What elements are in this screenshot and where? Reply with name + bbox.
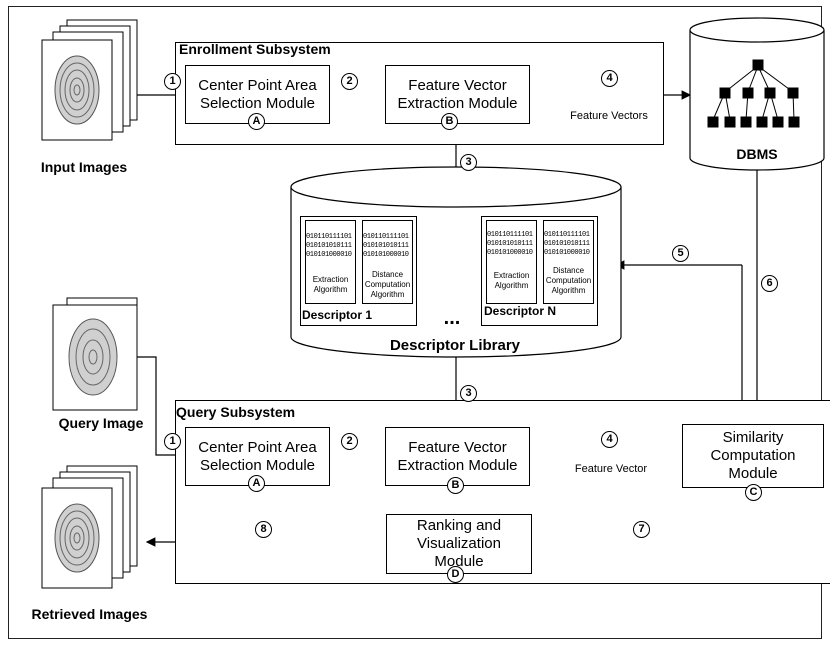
step-4-enroll: 4 bbox=[601, 70, 618, 87]
enrollment-feature-extraction-module[interactable]: Feature Vector Extraction Module bbox=[385, 65, 530, 124]
enrollment-center-point-module[interactable]: Center Point Area Selection Module bbox=[185, 65, 330, 124]
step-1-enroll: 1 bbox=[164, 73, 181, 90]
database-tree-icon bbox=[707, 59, 800, 128]
query-feature-extraction-module[interactable]: Feature Vector Extraction Module bbox=[385, 427, 530, 486]
query-center-point-module[interactable]: Center Point Area Selection Module bbox=[185, 427, 330, 486]
step-1-query: 1 bbox=[164, 433, 181, 450]
descriptor-n-extraction-label: Extraction Algorithm bbox=[493, 271, 530, 290]
step-3-enroll: 3 bbox=[460, 154, 477, 171]
ranking-visualization-module[interactable]: Ranking and Visualization Module bbox=[386, 514, 532, 574]
step-3-query: 3 bbox=[460, 385, 477, 402]
descriptor-n-code-b: 010110111101 010101010111 010101000010 bbox=[544, 231, 590, 257]
step-4-query: 4 bbox=[601, 431, 618, 448]
descriptor-ellipsis: ... bbox=[443, 307, 461, 329]
descriptor-n-distance-label: Distance Computation Algorithm bbox=[545, 266, 592, 295]
marker-b-query: B bbox=[447, 477, 464, 494]
similarity-computation-module[interactable]: Similarity Computation Module bbox=[682, 424, 824, 488]
marker-a-enroll: A bbox=[248, 113, 265, 130]
diagram-frame bbox=[8, 6, 822, 639]
descriptor-1-extraction-label: Extraction Algorithm bbox=[312, 275, 349, 294]
descriptor-1-distance bbox=[362, 220, 413, 304]
enrollment-subsystem-title: Enrollment Subsystem bbox=[179, 41, 331, 57]
dbms-cylinder bbox=[689, 17, 825, 171]
retrieved-images-stack bbox=[41, 465, 138, 589]
descriptor-n-distance bbox=[543, 220, 594, 304]
query-subsystem-title: Query Subsystem bbox=[176, 404, 296, 420]
descriptor-library-label: Descriptor Library bbox=[389, 337, 521, 354]
marker-a-query: A bbox=[248, 475, 265, 492]
step-2-query: 2 bbox=[341, 433, 358, 450]
retrieved-images-label: Retrieved Images bbox=[31, 606, 148, 622]
input-images-stack bbox=[41, 19, 138, 141]
query-image-card bbox=[52, 297, 138, 411]
descriptor-n-code-a: 010110111101 010101010111 010101000010 bbox=[487, 231, 533, 257]
feature-vector-label: Feature Vector bbox=[574, 463, 648, 475]
marker-d: D bbox=[447, 566, 464, 583]
descriptor-n-extraction bbox=[486, 220, 537, 304]
step-6: 6 bbox=[761, 275, 778, 292]
marker-b-enroll: B bbox=[441, 113, 458, 130]
input-images-label: Input Images bbox=[40, 159, 128, 175]
step-5: 5 bbox=[672, 245, 689, 262]
descriptor-n-name: Descriptor N bbox=[484, 304, 557, 318]
descriptor-1-code-b: 010110111101 010101010111 010101000010 bbox=[363, 233, 409, 259]
descriptor-1-code-a: 010110111101 010101010111 010101000010 bbox=[306, 233, 352, 259]
descriptor-1-distance-label: Distance Computation Algorithm bbox=[364, 270, 411, 299]
query-image-label: Query Image bbox=[58, 415, 144, 431]
step-7: 7 bbox=[633, 521, 650, 538]
descriptor-1-extraction bbox=[305, 220, 356, 304]
dbms-label: DBMS bbox=[736, 146, 778, 162]
marker-c: C bbox=[745, 484, 762, 501]
step-8: 8 bbox=[255, 521, 272, 538]
step-2-enroll: 2 bbox=[341, 73, 358, 90]
descriptor-1-name: Descriptor 1 bbox=[302, 308, 373, 322]
feature-vectors-label: Feature Vectors bbox=[570, 110, 648, 122]
